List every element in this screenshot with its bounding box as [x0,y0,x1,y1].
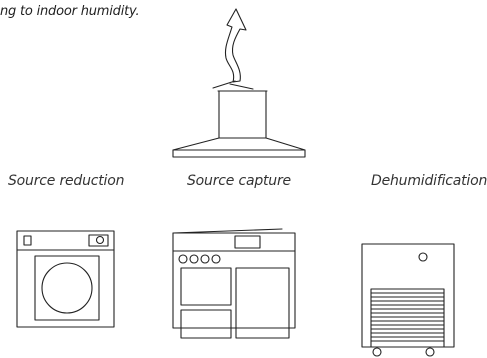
range-hood-icon [173,81,305,157]
dehumidifier-icon [362,244,454,356]
washing-machine-icon [17,231,114,327]
steam-arrow-icon [225,9,246,82]
label-source-capture: Source capture [187,173,291,189]
stove-icon [173,229,295,338]
label-source-reduction: Source reduction [8,173,124,189]
label-dehumidification: Dehumidification [371,173,487,189]
